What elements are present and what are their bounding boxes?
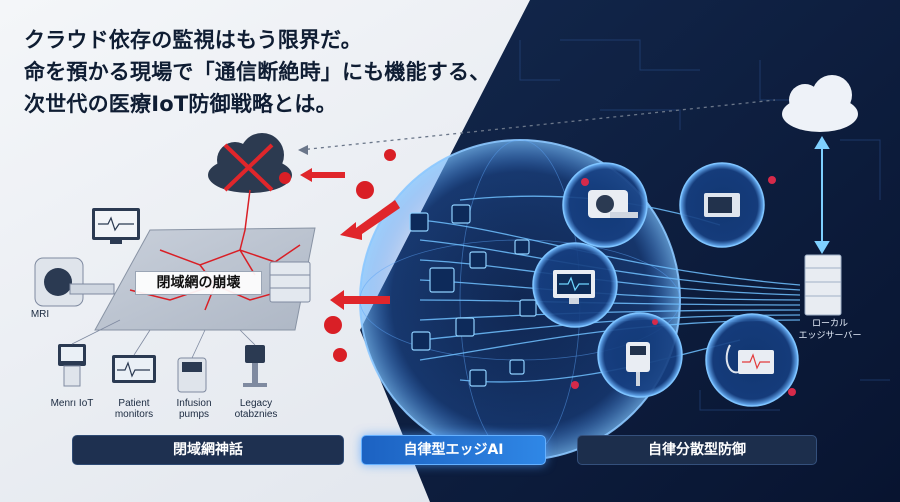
dashed-cloud-link (299, 99, 776, 151)
edge-server-label-line-2: エッジサーバー (798, 331, 862, 341)
headline-line-2: 命を預かる現場で「通信断絶時」にも機能する、 (24, 60, 491, 84)
device-label-iot: Menrı IoT (50, 398, 94, 409)
footer-pill-autonomous-edge-ai: 自律型エッジAI (361, 435, 546, 465)
monitor-icon (553, 270, 595, 304)
headline: クラウド依存の監視はもう限界だ。 命を預かる現場で「通信断絶時」にも機能する、 … (24, 24, 494, 120)
device-label-patient-monitors: Patient monitors (114, 398, 154, 420)
legacy-device-icon (243, 345, 267, 387)
device-links (71, 319, 256, 359)
monitor-icon (704, 193, 740, 217)
edge-server-label: ローカル エッジサーバー (780, 318, 880, 342)
medical-iot-device (58, 344, 86, 387)
server-icon (269, 261, 311, 303)
monitor-icon (92, 208, 140, 244)
headline-line-3: 次世代の医療IoT防御戦略とは。 (24, 92, 337, 116)
arrow-left-icon (300, 168, 400, 310)
collapse-warning-label: 閉域網の崩壊 (135, 271, 262, 295)
footer-pill-distributed-defense: 自律分散型防御 (577, 435, 817, 465)
cloud-crossed-icon (208, 133, 292, 193)
circuit-traces (519, 39, 890, 411)
server-icon (804, 254, 842, 316)
headline-line-1: クラウド依存の監視はもう限界だ。 (24, 28, 362, 52)
footer-pill-closed-network-myth: 閉域網神話 (72, 435, 344, 465)
patient-monitor-icon (112, 355, 156, 383)
mri-scanner-icon (588, 190, 638, 218)
virus-icon (279, 149, 396, 362)
device-label-infusion-pumps: Infusion pumps (176, 398, 212, 420)
sync-arrow (814, 136, 830, 254)
virus-icon (571, 176, 796, 396)
infusion-pump-icon (626, 342, 650, 386)
device-label-mri: MRI (30, 309, 50, 320)
edge-server-label-line-1: ローカル (811, 319, 848, 329)
infusion-pump-icon (177, 357, 207, 393)
device-label-legacy: Legacy otabznies (234, 398, 278, 420)
cloud-icon (782, 75, 858, 132)
mri-scanner-icon (34, 257, 115, 307)
arrow-left-icon (298, 145, 308, 155)
chip-icon (409, 204, 537, 387)
stethoscope-icon (725, 344, 774, 374)
